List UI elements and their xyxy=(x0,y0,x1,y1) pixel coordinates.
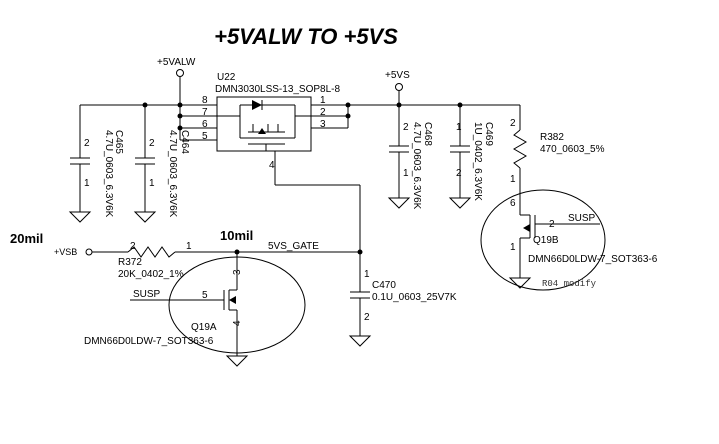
r372-value: 20K_0402_1% xyxy=(118,269,184,280)
rail-5vs-label: +5VS xyxy=(385,70,410,81)
mosfet-q19a: 3 4 5 SUSP Q19A DMN66D0LDW-7_SOT363-6 xyxy=(84,252,306,367)
c465-pin1: 1 xyxy=(84,178,90,189)
c464-pin2: 2 xyxy=(149,138,155,149)
note-r04-modify: R04 modify xyxy=(542,279,597,289)
q19a-pin4: 4 xyxy=(232,320,243,326)
c469-pin1: 1 xyxy=(456,122,462,133)
mosfet-u22: U22 DMN3030LSS-13_SOP8L-8 8 7 6 5 1 2 3 xyxy=(180,72,361,252)
c470-ref: C470 xyxy=(372,280,396,291)
c465-pin2: 2 xyxy=(84,138,90,149)
c468-pin1: 1 xyxy=(403,168,409,179)
u22-part: DMN3030LSS-13_SOP8L-8 xyxy=(215,84,341,95)
r382-pin1: 1 xyxy=(510,174,516,185)
mosfet-q19b: 6 2 1 SUSP Q19B DMN66D0LDW-7_SOT363-6 R0… xyxy=(480,189,658,291)
r382-value: 470_0603_5% xyxy=(540,144,605,155)
capacitor-c468: 2 1 C468 4.7U_0603_6.3V6K xyxy=(387,105,433,210)
capacitor-c470: 1 2 C470 0.1U_0603_25V7K xyxy=(348,252,457,347)
c469-pin2: 2 xyxy=(456,168,462,179)
c464-ref: C464 xyxy=(179,130,190,154)
rail-5valw: +5VALW xyxy=(80,57,205,140)
q19b-ref: Q19B xyxy=(533,235,559,246)
capacitor-c469: 1 2 C469 1U_0402_6.3V6K xyxy=(448,105,494,209)
q19b-part: DMN66D0LDW-7_SOT363-6 xyxy=(528,254,658,265)
q19a-ref: Q19A xyxy=(191,322,217,333)
c468-pin2: 2 xyxy=(403,122,409,133)
q19b-net: SUSP xyxy=(568,213,596,224)
u22-ref: U22 xyxy=(217,72,236,83)
r382-ref: R382 xyxy=(540,132,564,143)
c470-pin2: 2 xyxy=(364,312,370,323)
u22-pin2: 2 xyxy=(320,107,326,118)
u22-pin1: 1 xyxy=(320,95,326,106)
q19a-pin3: 3 xyxy=(232,269,243,275)
capacitor-c465: 2 1 C465 4.7U_0603_6.3V6K xyxy=(68,105,124,223)
c465-ref: C465 xyxy=(113,130,124,154)
rail-5valw-label: +5VALW xyxy=(157,57,196,68)
net-5vs-gate: 5VS_GATE xyxy=(268,241,319,252)
u22-pin5: 5 xyxy=(202,131,208,142)
c464-pin1: 1 xyxy=(149,178,155,189)
rail-vsb-label: +VSB xyxy=(54,247,77,257)
u22-pin7: 7 xyxy=(202,107,208,118)
r382-pin2: 2 xyxy=(510,118,516,129)
q19a-part: DMN66D0LDW-7_SOT363-6 xyxy=(84,336,214,347)
c468-ref: C468 xyxy=(422,122,433,146)
q19a-net: SUSP xyxy=(133,289,161,300)
page-title: +5VALW TO +5VS xyxy=(214,24,398,49)
resistor-r382: 2 1 R382 470_0603_5% xyxy=(510,105,605,200)
rail-5vs: +5VS xyxy=(330,70,520,129)
r372-pin2: 2 xyxy=(130,241,136,252)
u22-pin3: 3 xyxy=(320,119,326,130)
u22-pin4: 4 xyxy=(269,160,275,171)
r372-pin1: 1 xyxy=(186,241,192,252)
q19b-pin6: 6 xyxy=(510,198,516,209)
u22-pin6: 6 xyxy=(202,119,208,130)
width-20mil: 20mil xyxy=(10,231,43,246)
c470-pin1: 1 xyxy=(364,269,370,280)
c465-value: 4.7U_0603_6.3V6K xyxy=(103,130,114,218)
c468-value: 4.7U_0603_6.3V6K xyxy=(411,122,422,210)
width-10mil: 10mil xyxy=(220,228,253,243)
q19a-pin5: 5 xyxy=(202,290,208,301)
c470-value: 0.1U_0603_25V7K xyxy=(372,292,457,303)
q19b-pin1: 1 xyxy=(510,242,516,253)
c464-value: 4.7U_0603_6.3V6K xyxy=(167,130,178,218)
c469-ref: C469 xyxy=(483,122,494,146)
q19b-pin2: 2 xyxy=(549,219,555,230)
u22-pin8: 8 xyxy=(202,95,208,106)
capacitor-c464: 2 1 C464 4.7U_0603_6.3V6K xyxy=(133,105,190,223)
r372-ref: R372 xyxy=(118,257,142,268)
c469-value: 1U_0402_6.3V6K xyxy=(472,122,483,201)
gate-net: 20mil +VSB 2 1 R372 20K_0402_1% 10mil 5V… xyxy=(10,228,363,280)
